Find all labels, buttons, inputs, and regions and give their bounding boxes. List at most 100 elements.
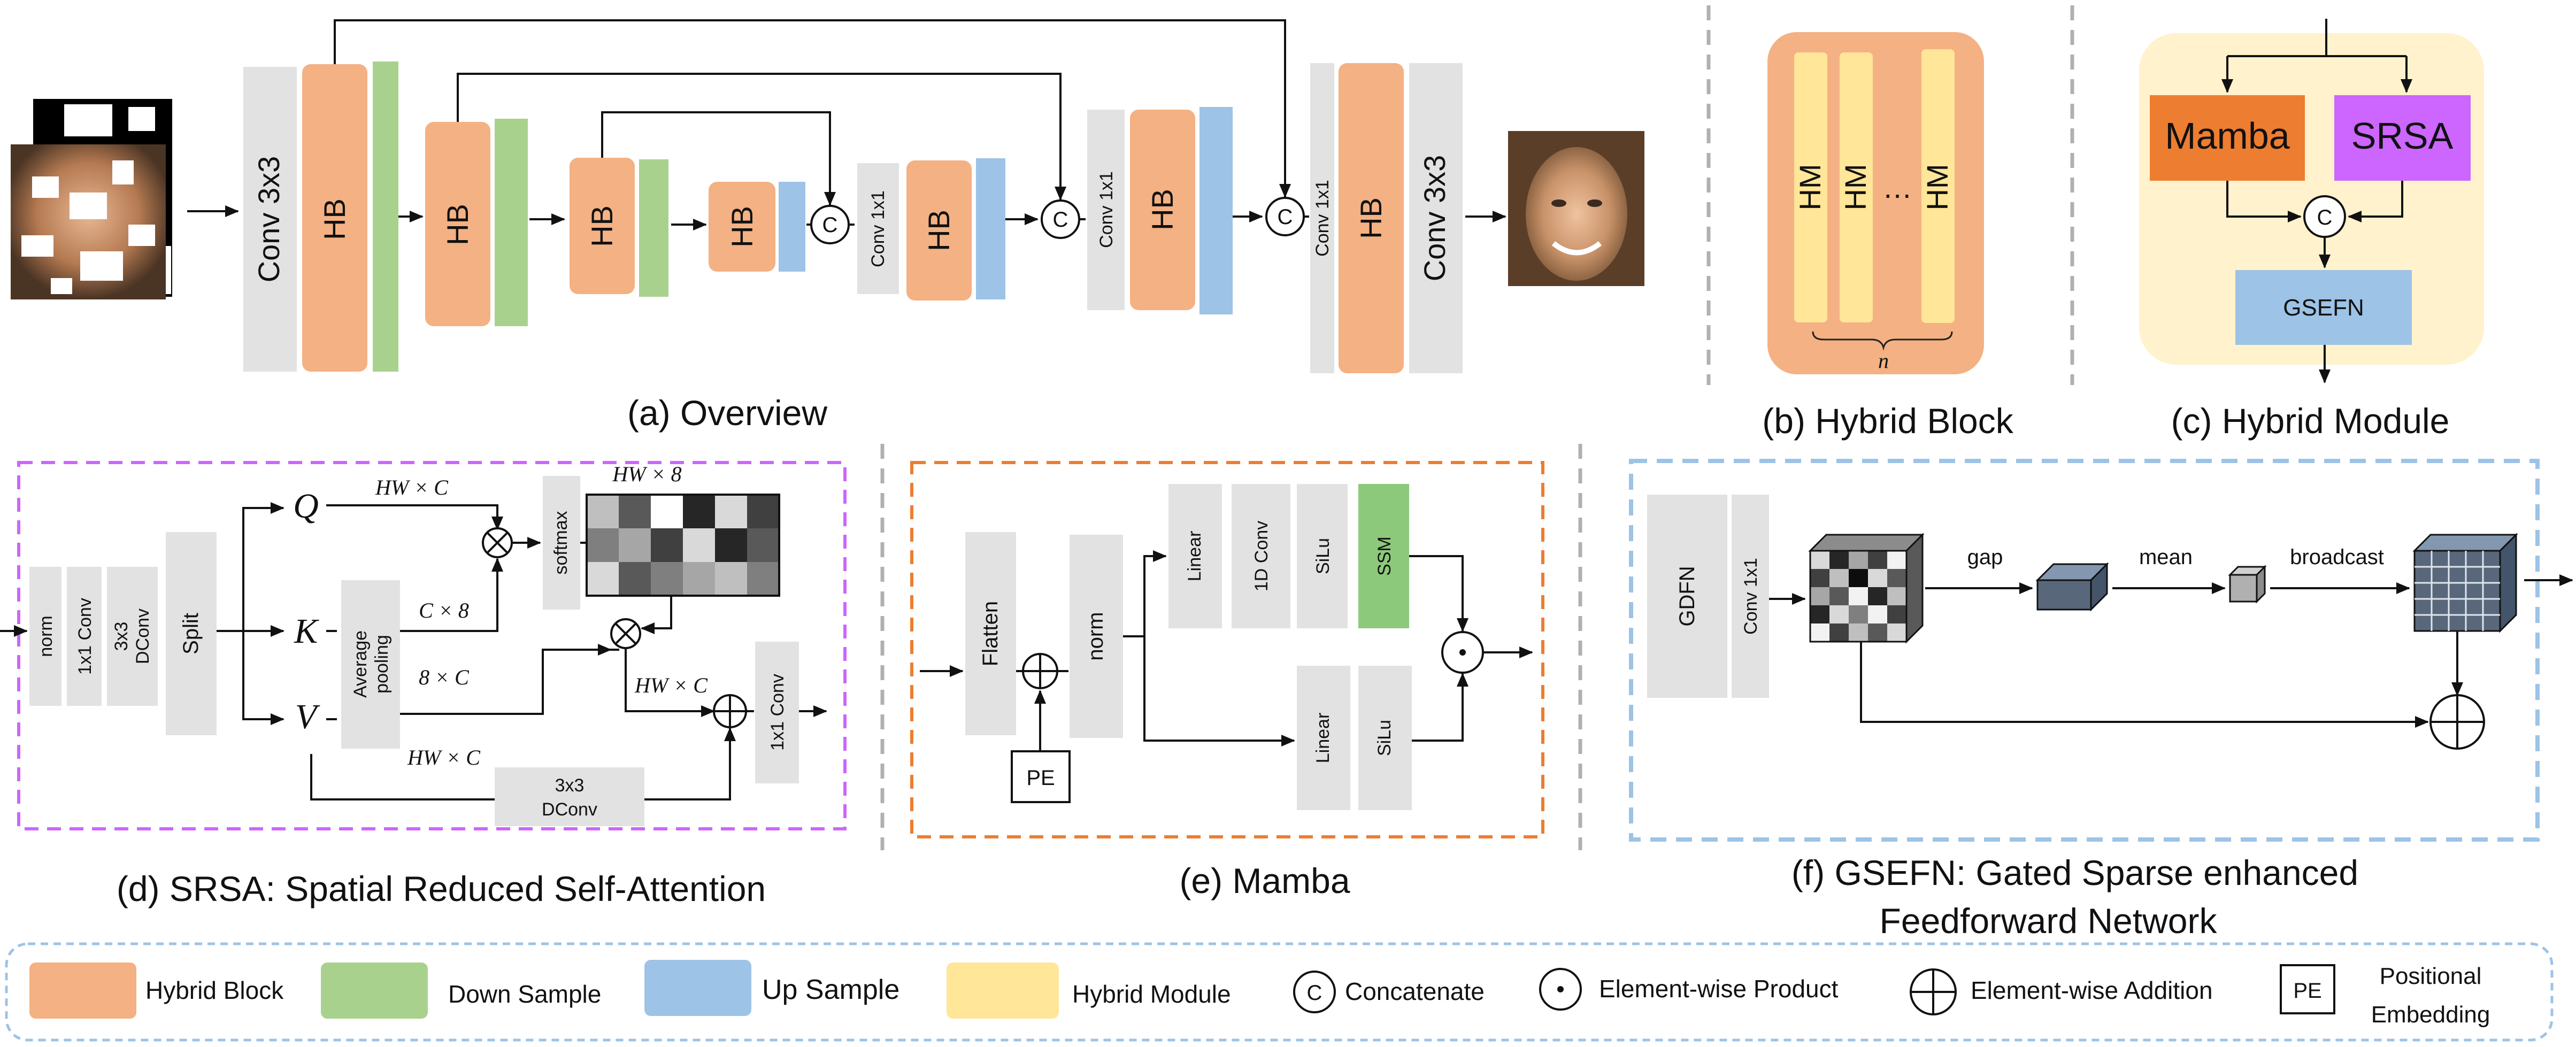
gsefn-caption-1: (f) GSEFN: Gated Sparse enhanced xyxy=(1791,853,2358,892)
hb6-label: HB xyxy=(1145,189,1179,230)
srsa-attention-map xyxy=(586,494,780,597)
srsa-border xyxy=(17,461,847,830)
legend-pe-symbol-label: PE xyxy=(2293,979,2321,1003)
srsa-avgpool xyxy=(341,580,400,749)
gsefn-block xyxy=(2235,270,2412,345)
legend-hybrid-block: Hybrid Block xyxy=(145,976,284,1004)
srsa-dconv2-label-a: 3x3 xyxy=(555,775,585,796)
hybrid-block-panel: HM HM HM … n (b) Hybrid Block xyxy=(1762,32,2014,441)
hb7-block xyxy=(1339,63,1404,373)
conv1x1-dec1-label: Conv 1x1 xyxy=(868,190,888,267)
gsefn-gdfn-label: GDFN xyxy=(1675,566,1699,626)
conv1x1-dec3-label: Conv 1x1 xyxy=(1312,180,1333,257)
srsa-caption: (d) SRSA: Spatial Reduced Self-Attention xyxy=(117,869,766,909)
concat-1-label: C xyxy=(822,213,838,237)
hb3-label: HB xyxy=(585,205,619,247)
hm-3-label: HM xyxy=(1920,164,1954,210)
gsefn-feature-cube xyxy=(1808,533,1925,644)
conv3x3-in-label: Conv 3x3 xyxy=(252,156,286,283)
mamba-silu2-label: SiLu xyxy=(1374,720,1395,756)
conv3x3-in-block xyxy=(243,67,297,372)
srsa-v-dim: HW × C xyxy=(407,745,481,769)
legend-up-sample: Up Sample xyxy=(762,974,899,1005)
hybrid-module-caption: (c) Hybrid Module xyxy=(2171,401,2450,441)
legend-border xyxy=(5,942,2554,1042)
mamba-product-dot xyxy=(1459,649,1466,656)
hm-1-label: HM xyxy=(1793,164,1827,210)
conv3x3-out-label: Conv 3x3 xyxy=(1418,155,1451,282)
hm-ellipsis: … xyxy=(1882,171,1912,204)
conv1x1-dec2-label: Conv 1x1 xyxy=(1096,171,1117,248)
conv3x3-out-block xyxy=(1409,63,1463,373)
concat-2-label: C xyxy=(1053,208,1068,232)
srsa-out-dim: HW × C xyxy=(634,673,708,697)
legend-pe-line2: Embedding xyxy=(2371,1002,2490,1028)
mamba-pe-label: PE xyxy=(1026,766,1055,790)
srsa-k-dim1: C × 8 xyxy=(419,598,469,622)
hb4-label: HB xyxy=(725,206,759,248)
hm-brace xyxy=(1812,331,1953,351)
hb7-label: HB xyxy=(1354,197,1388,239)
srsa-softmax-label: softmax xyxy=(551,511,571,574)
mamba-caption: (e) Mamba xyxy=(1179,861,1350,900)
mamba-panel: Flatten PE norm Linear 1D Conv SiLu SSM … xyxy=(910,461,1544,900)
hb1-block xyxy=(302,64,367,372)
srsa-avgpool-label-a: Average xyxy=(350,630,371,698)
hb5-label: HB xyxy=(922,210,956,251)
down-sample-1 xyxy=(373,61,398,372)
conv1x1-dec2 xyxy=(1087,110,1125,310)
hb6-block xyxy=(1130,110,1195,310)
hb2-block xyxy=(425,122,490,326)
mamba-norm-label: norm xyxy=(1084,612,1108,660)
srsa-q-dim: HW × C xyxy=(375,475,449,499)
legend-concat-symbol xyxy=(1293,971,1336,1013)
gsefn-gap-bar xyxy=(2035,562,2109,612)
concat-1 xyxy=(810,205,850,244)
hb1-label: HB xyxy=(318,198,351,240)
hybrid-module-panel: Mamba SRSA C GSEFN (c) Hybrid Module xyxy=(2139,19,2484,441)
mamba-flatten-label: Flatten xyxy=(979,601,1002,666)
srsa-out-conv-label: 1x1 Conv xyxy=(767,674,788,751)
srsa-panel: norm 1x1 Conv 3x3 DConv Split Q K V HW ×… xyxy=(0,461,847,909)
mamba-conv1d xyxy=(1232,484,1290,628)
gsefn-gap-label: gap xyxy=(1967,545,2003,569)
hm-2-label: HM xyxy=(1839,164,1872,210)
srsa-v: V xyxy=(295,697,320,736)
mamba-pe xyxy=(1011,750,1071,803)
hm-2 xyxy=(1840,52,1873,322)
mamba-ssm-label: SSM xyxy=(1374,536,1395,576)
srsa-split-label: Split xyxy=(179,613,203,655)
hb2-label: HB xyxy=(441,204,474,245)
mamba-silu2 xyxy=(1358,666,1412,810)
srsa-block-label: SRSA xyxy=(2351,115,2454,157)
legend-addition: Element-wise Addition xyxy=(1971,976,2213,1004)
gsefn-caption-2: Feedforward Network xyxy=(1880,901,2218,941)
hb5-block xyxy=(906,160,972,301)
gsefn-gdfn xyxy=(1647,495,1727,698)
mamba-border xyxy=(910,461,1544,838)
mamba-ssm xyxy=(1358,484,1409,628)
srsa-block xyxy=(2334,95,2471,181)
input-masked-image xyxy=(11,99,172,299)
up-sample-2 xyxy=(976,158,1005,299)
mamba-silu1-label: SiLu xyxy=(1313,538,1333,574)
srsa-conv1x1 xyxy=(67,567,102,706)
mamba-silu1 xyxy=(1297,484,1348,628)
legend-concat-symbol-label: C xyxy=(1307,981,1322,1005)
mamba-linear2-label: Linear xyxy=(1313,713,1333,764)
legend-product: Element-wise Product xyxy=(1599,975,1839,1003)
mamba-flatten xyxy=(965,532,1016,735)
legend-concatenate: Concatenate xyxy=(1345,977,1485,1005)
overview-panel: Conv 3x3 HB HB HB HB C Conv 1x1 HB xyxy=(11,19,1644,433)
srsa-softmax xyxy=(543,476,580,610)
mamba-linear1-label: Linear xyxy=(1185,531,1205,582)
srsa-dconv-label-b: DConv xyxy=(133,609,153,664)
srsa-conv1x1-label: 1x1 Conv xyxy=(75,598,95,675)
srsa-k-dim2: 8 × C xyxy=(419,665,470,689)
legend-swatch-up-sample xyxy=(644,960,751,1016)
mamba-linear1 xyxy=(1168,484,1222,628)
srsa-split xyxy=(166,532,217,735)
gsefn-mean-cube xyxy=(2228,565,2267,604)
gsefn-conv1x1 xyxy=(1732,495,1769,698)
mamba-norm xyxy=(1070,535,1123,738)
